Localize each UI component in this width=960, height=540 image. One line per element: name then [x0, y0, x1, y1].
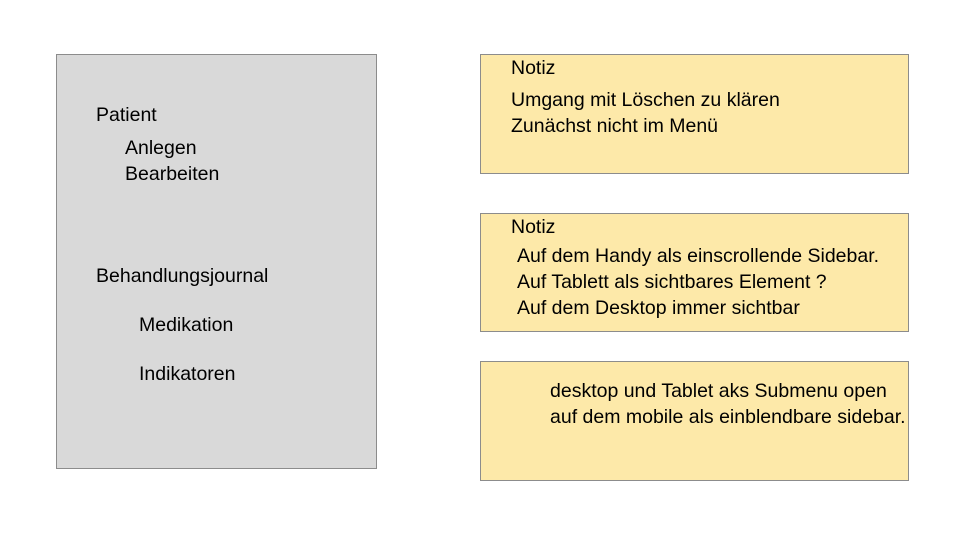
menu-heading-behandlungsjournal: Behandlungsjournal — [96, 265, 269, 287]
menu-heading-patient: Patient — [96, 104, 157, 126]
note-line: Zunächst nicht im Menü — [511, 115, 719, 137]
sticky-note-delete — [480, 54, 909, 174]
sticky-note-submenu — [480, 361, 909, 481]
menu-item-indikatoren: Indikatoren — [139, 363, 236, 385]
menu-item-anlegen: Anlegen — [125, 137, 197, 159]
menu-item-medikation: Medikation — [139, 314, 234, 336]
note-title: Notiz — [511, 216, 556, 238]
note-line: Umgang mit Löschen zu klären — [511, 89, 780, 111]
note-line: desktop und Tablet aks Submenu open — [550, 380, 887, 402]
note-title: Notiz — [511, 57, 556, 79]
note-line: Auf dem Handy als einscrollende Sidebar. — [517, 245, 880, 267]
note-line: auf dem mobile als einblendbare sidebar. — [550, 406, 906, 428]
menu-item-bearbeiten: Bearbeiten — [125, 163, 220, 185]
note-line: Auf dem Desktop immer sichtbar — [517, 297, 800, 319]
sticky-note-sidebar — [480, 213, 909, 332]
menu-mockup-box — [56, 54, 377, 469]
note-line: Auf Tablett als sichtbares Element ? — [517, 271, 827, 293]
